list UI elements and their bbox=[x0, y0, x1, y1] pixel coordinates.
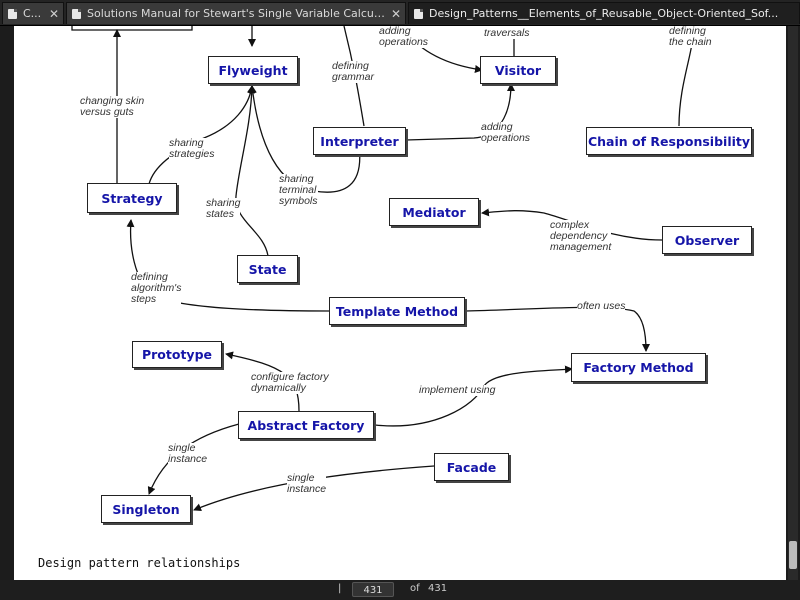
document-page: Flyweight Visitor Interpreter Chain of R… bbox=[14, 26, 786, 580]
page-separator-icon: | bbox=[338, 583, 342, 594]
document-icon bbox=[8, 9, 17, 19]
edge-label-complex-dependency: complex dependency management bbox=[550, 219, 612, 253]
edge-label-defining-algorithm: defining algorithm's steps bbox=[131, 271, 182, 305]
tab-bar: C... ✕ Solutions Manual for Stewart's Si… bbox=[0, 0, 800, 26]
document-icon bbox=[414, 9, 423, 19]
node-prototype: Prototype bbox=[132, 341, 222, 368]
scrollbar-thumb[interactable] bbox=[789, 541, 797, 569]
node-facade: Facade bbox=[434, 453, 509, 481]
edge-label-often-uses: often uses bbox=[577, 300, 626, 312]
edge-label-changing-skin: changing skin versus guts bbox=[80, 95, 145, 118]
tab-1[interactable]: Solutions Manual for Stewart's Single Va… bbox=[66, 2, 406, 24]
node-observer: Observer bbox=[662, 226, 752, 254]
close-icon[interactable]: ✕ bbox=[48, 7, 59, 21]
page-of-label: of bbox=[410, 583, 420, 594]
node-state: State bbox=[237, 255, 298, 283]
node-abstract-factory: Abstract Factory bbox=[238, 411, 374, 439]
status-bar: | 431 of 431 bbox=[0, 580, 800, 600]
edge-label-adding-operations: adding operations bbox=[379, 26, 429, 48]
edge-label-configure-factory: configure factory dynamically bbox=[251, 371, 329, 394]
page-number-input[interactable]: 431 bbox=[352, 582, 394, 597]
edge-label-traversals: traversals bbox=[484, 27, 530, 39]
node-flyweight: Flyweight bbox=[208, 56, 298, 84]
edge-label-sharing-states: sharing states bbox=[206, 197, 241, 220]
node-singleton: Singleton bbox=[101, 495, 191, 523]
tab-2[interactable]: Design_Patterns__Elements_of_Reusable_Ob… bbox=[408, 2, 800, 24]
node-chain-of-responsibility: Chain of Responsibility bbox=[586, 127, 752, 155]
edge-label-defining-grammar: defining grammar bbox=[332, 60, 375, 83]
edge-label-single-instance-right: single instance bbox=[287, 472, 327, 495]
edge-label-adding-operations-2: adding operations bbox=[481, 121, 531, 144]
node-factory-method: Factory Method bbox=[571, 353, 706, 382]
node-interpreter: Interpreter bbox=[313, 127, 406, 155]
total-pages: 431 bbox=[428, 583, 448, 594]
document-icon bbox=[72, 9, 81, 19]
close-icon[interactable]: ✕ bbox=[390, 7, 401, 21]
node-template-method: Template Method bbox=[329, 297, 465, 325]
node-mediator: Mediator bbox=[389, 198, 479, 226]
edge-label-single-instance-left: single instance bbox=[168, 442, 208, 465]
node-strategy: Strategy bbox=[87, 183, 177, 213]
tab-0[interactable]: C... ✕ bbox=[2, 2, 64, 24]
vertical-scrollbar[interactable] bbox=[788, 26, 798, 580]
edge-label-defining-chain: defining the chain bbox=[669, 26, 712, 48]
edge-label-sharing-terminal-symbols: sharing terminal symbols bbox=[279, 173, 318, 207]
figure-caption: Design pattern relationships bbox=[38, 556, 241, 570]
node-visitor: Visitor bbox=[480, 56, 556, 84]
edge-label-implement-using: implement using bbox=[419, 384, 496, 396]
edge-label-sharing-strategies: sharing strategies bbox=[169, 137, 215, 160]
